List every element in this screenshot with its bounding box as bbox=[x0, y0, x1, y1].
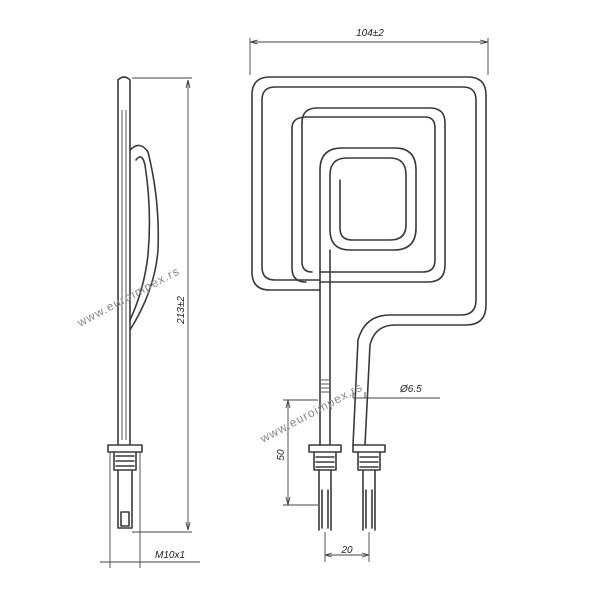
left-thread-body bbox=[313, 451, 337, 471]
front-view: 104±2 Ø6.5 50 20 bbox=[249, 28, 489, 562]
side-tube-detail bbox=[121, 110, 127, 440]
thread-dimension-label: M10x1 bbox=[155, 550, 185, 561]
lead-length-dimension-line bbox=[283, 399, 318, 506]
inner-loop bbox=[319, 147, 417, 446]
width-dimension-line bbox=[249, 38, 489, 75]
outer-loop-inner-edge bbox=[261, 86, 477, 446]
side-terminal bbox=[117, 469, 133, 529]
right-terminal bbox=[362, 469, 376, 531]
lead-length-dimension-label: 50 bbox=[276, 449, 287, 461]
height-dimension-label: 213±2 bbox=[176, 296, 187, 325]
right-thread-body bbox=[357, 451, 381, 471]
side-flange bbox=[107, 444, 143, 453]
left-flange bbox=[308, 444, 342, 453]
middle-loop-left-side bbox=[291, 122, 313, 283]
height-dimension-line bbox=[132, 77, 192, 533]
right-flange bbox=[352, 444, 386, 453]
terminal-spacing-dimension-line bbox=[324, 532, 370, 562]
terminal-spacing-dimension-label: 20 bbox=[340, 545, 353, 556]
watermark-right: www.euroimpex.rs bbox=[257, 380, 365, 446]
diameter-dimension-line bbox=[352, 392, 440, 399]
thread-dimension-line bbox=[100, 452, 200, 568]
width-dimension-label: 104±2 bbox=[356, 28, 384, 39]
side-tube-outline bbox=[117, 76, 131, 446]
tube-marking bbox=[321, 379, 329, 393]
left-terminal bbox=[318, 469, 332, 531]
side-view: 213±2 M10x1 bbox=[100, 76, 200, 568]
side-thread-body bbox=[113, 451, 137, 471]
outer-loop bbox=[251, 76, 487, 446]
side-loop-profile bbox=[129, 144, 160, 331]
watermark-left: www.euroimpex.rs bbox=[74, 264, 182, 330]
diameter-dimension-label: Ø6.5 bbox=[399, 384, 422, 395]
middle-loop bbox=[291, 107, 446, 283]
